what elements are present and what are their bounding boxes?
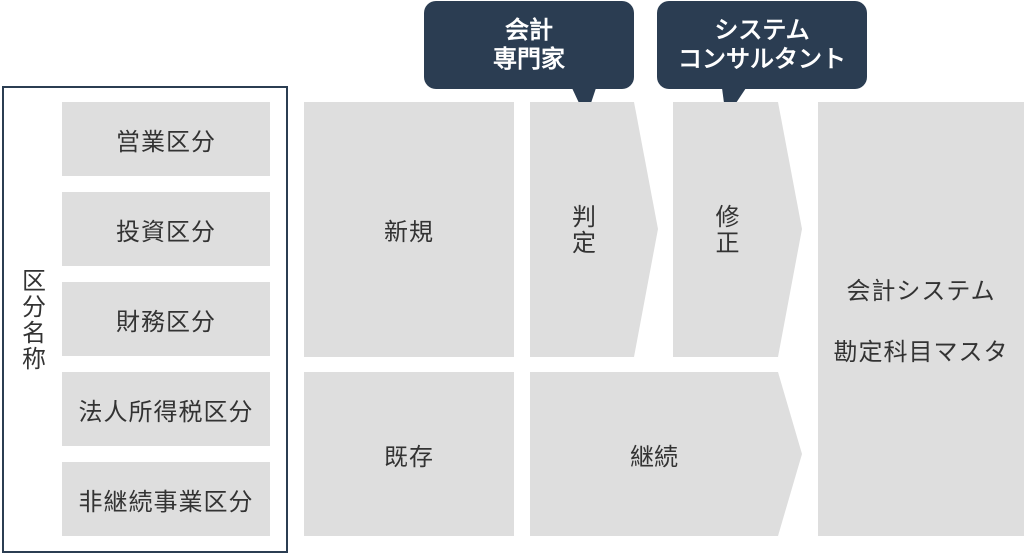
category-income-tax-label: 法人所得税区分: [78, 397, 254, 426]
consultant-callout: システム コンサルタント: [657, 1, 867, 89]
category-investing: 投資区分: [62, 192, 270, 266]
category-group-label-text: 区分名称: [17, 268, 46, 372]
category-group-label: 区分名称: [14, 230, 50, 410]
new-label: 新規: [384, 218, 434, 246]
category-financing-label: 財務区分: [116, 307, 216, 336]
category-discontinued: 非継続事業区分: [62, 462, 270, 536]
judge-chevron: [530, 102, 658, 357]
judge-label: 判定: [567, 203, 596, 256]
new-box: 新規: [304, 102, 514, 357]
accounting-system-label: 会計システム: [846, 277, 996, 305]
accountant-callout-text: 会計 専門家: [493, 16, 565, 73]
continue-label-wrap: 継続: [530, 372, 778, 536]
continue-chevron: [530, 372, 802, 536]
category-operating-label: 営業区分: [116, 127, 216, 156]
account-master-label: 勘定科目マスタ: [833, 338, 1009, 366]
accountant-callout: 会計 専門家: [424, 1, 634, 89]
judge-label-wrap: 判定: [530, 102, 634, 357]
category-financing: 財務区分: [62, 282, 270, 356]
category-investing-label: 投資区分: [116, 217, 216, 246]
existing-box: 既存: [304, 372, 514, 536]
accounting-system-box: 会計システム 勘定科目マスタ: [818, 102, 1024, 536]
existing-label: 既存: [384, 442, 434, 471]
continue-label: 継続: [630, 442, 678, 471]
revise-label: 修正: [711, 203, 739, 256]
revise-label-wrap: 修正: [673, 102, 778, 357]
category-operating: 営業区分: [62, 102, 270, 176]
category-group-frame: [2, 86, 288, 553]
category-income-tax: 法人所得税区分: [62, 372, 270, 446]
consultant-callout-text: システム コンサルタント: [678, 16, 846, 73]
revise-chevron: [673, 102, 802, 357]
category-discontinued-label: 非継続事業区分: [78, 487, 254, 516]
